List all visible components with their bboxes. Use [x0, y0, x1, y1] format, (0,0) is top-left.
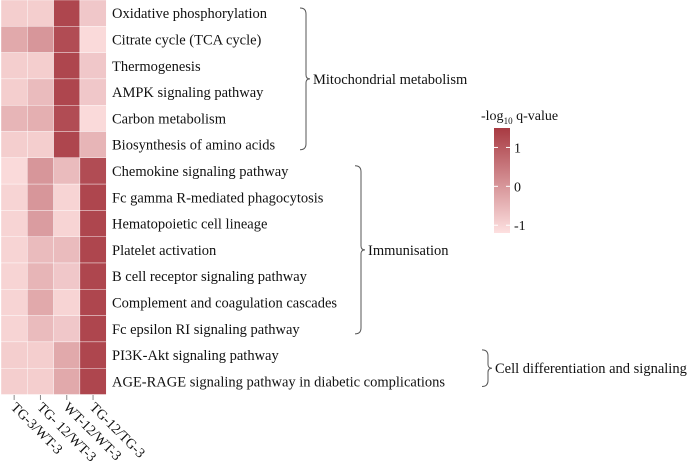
heatmap-cell [79, 131, 107, 158]
heatmap-cell [53, 131, 81, 158]
heatmap-cell [79, 183, 107, 211]
heatmap-cell [79, 341, 107, 369]
heatmap-cell [0, 131, 28, 158]
heatmap-cell [79, 289, 107, 316]
heatmap-cell [53, 78, 81, 106]
group-label: Cell differentiation and signaling [495, 361, 687, 377]
heatmap-cell [53, 315, 81, 343]
row-label: Carbon metabolism [112, 111, 227, 127]
heatmap-cell [79, 262, 107, 290]
group-brackets: Mitochondrial metabolismImmunisationCell… [299, 7, 687, 387]
heatmap-cell [27, 157, 54, 185]
heatmap-cell [79, 26, 107, 53]
legend-title: -log10 q-value [481, 109, 558, 126]
heatmap-cell [27, 52, 54, 80]
legend-tick-label: -1 [514, 219, 526, 234]
group-bracket [299, 7, 311, 151]
heatmap-cell [79, 368, 107, 395]
heatmap-cell [53, 157, 81, 185]
heatmap-cell [0, 210, 28, 237]
heatmap-cell [79, 78, 107, 106]
heatmap-cell [79, 236, 107, 264]
heatmap-cell [0, 78, 28, 106]
heatmap-cell [0, 26, 28, 53]
heatmap-cell [27, 210, 54, 237]
heatmap-cell [79, 0, 107, 27]
heatmap-cell [0, 341, 28, 369]
row-label: Platelet activation [112, 243, 217, 259]
heatmap-cell [79, 104, 107, 132]
heatmap-cell [27, 315, 54, 343]
heatmap-cell [53, 341, 81, 369]
heatmap-cell [0, 0, 28, 27]
heatmap-cell [53, 289, 81, 316]
heatmap-cell [0, 104, 28, 132]
heatmap-cell [79, 210, 107, 237]
heatmap-cell [0, 289, 28, 316]
heatmap-cell [0, 368, 28, 395]
heatmap-cell [53, 210, 81, 237]
heatmap-cell [0, 183, 28, 211]
heatmap-cell [53, 183, 81, 211]
heatmap-cell [0, 236, 28, 264]
row-label: Chemokine signaling pathway [112, 164, 289, 180]
column-labels: TG-3/WT-3TG- 12/WT-3WT-12/WT-3TG-12/TG-3 [7, 395, 147, 465]
heatmap-cell [79, 52, 107, 80]
row-label: Thermogenesis [112, 59, 201, 75]
row-label: Complement and coagulation cascades [112, 295, 337, 311]
row-label: Hematopoietic cell lineage [112, 217, 267, 233]
row-label: Biosynthesis of amino acids [112, 138, 275, 154]
legend-tick-label: 0 [514, 180, 521, 195]
row-label: PI3K-Akt signaling pathway [112, 348, 279, 364]
heatmap-cell [53, 104, 81, 132]
heatmap-cell [0, 315, 28, 343]
heatmap-cell [27, 341, 54, 369]
heatmap-cell [0, 52, 28, 80]
heatmap-cell [27, 26, 54, 53]
heatmap-cell [0, 262, 28, 290]
heatmap-cell [27, 289, 54, 316]
heatmap-cell [79, 157, 107, 185]
row-label: AMPK signaling pathway [112, 85, 264, 101]
heatmap-cell [53, 368, 81, 395]
heatmap-cell [27, 0, 54, 27]
heatmap-cell [53, 0, 81, 27]
row-label: Fc gamma R-mediated phagocytosis [112, 190, 324, 206]
row-label: AGE-RAGE signaling pathway in diabetic c… [112, 374, 445, 390]
color-legend: -log10 q-value 1 0 -1 [481, 109, 558, 234]
heatmap-cell [27, 78, 54, 106]
heatmap-cell [27, 236, 54, 264]
legend-colorbar [494, 128, 510, 233]
heatmap-cell [53, 26, 81, 53]
heatmap-cell [53, 262, 81, 290]
row-label: Citrate cycle (TCA cycle) [112, 32, 262, 48]
heatmap-cell [27, 183, 54, 211]
group-bracket [354, 165, 366, 335]
heatmap-cell [79, 315, 107, 343]
heatmap-cell [27, 104, 54, 132]
heatmap-cell [27, 368, 54, 395]
row-label: Oxidative phosphorylation [112, 6, 268, 22]
group-label: Mitochondrial metabolism [313, 72, 468, 88]
heatmap-cells [0, 0, 107, 395]
heatmap-cell [0, 157, 28, 185]
row-label: Fc epsilon RI signaling pathway [112, 322, 300, 338]
row-label: B cell receptor signaling pathway [112, 269, 308, 285]
legend-tick-label: 1 [514, 141, 521, 156]
heatmap-cell [53, 52, 81, 80]
heatmap-cell [27, 262, 54, 290]
heatmap-cell [53, 236, 81, 264]
group-label: Immunisation [368, 243, 449, 259]
group-bracket [481, 349, 493, 387]
heatmap-cell [27, 131, 54, 158]
